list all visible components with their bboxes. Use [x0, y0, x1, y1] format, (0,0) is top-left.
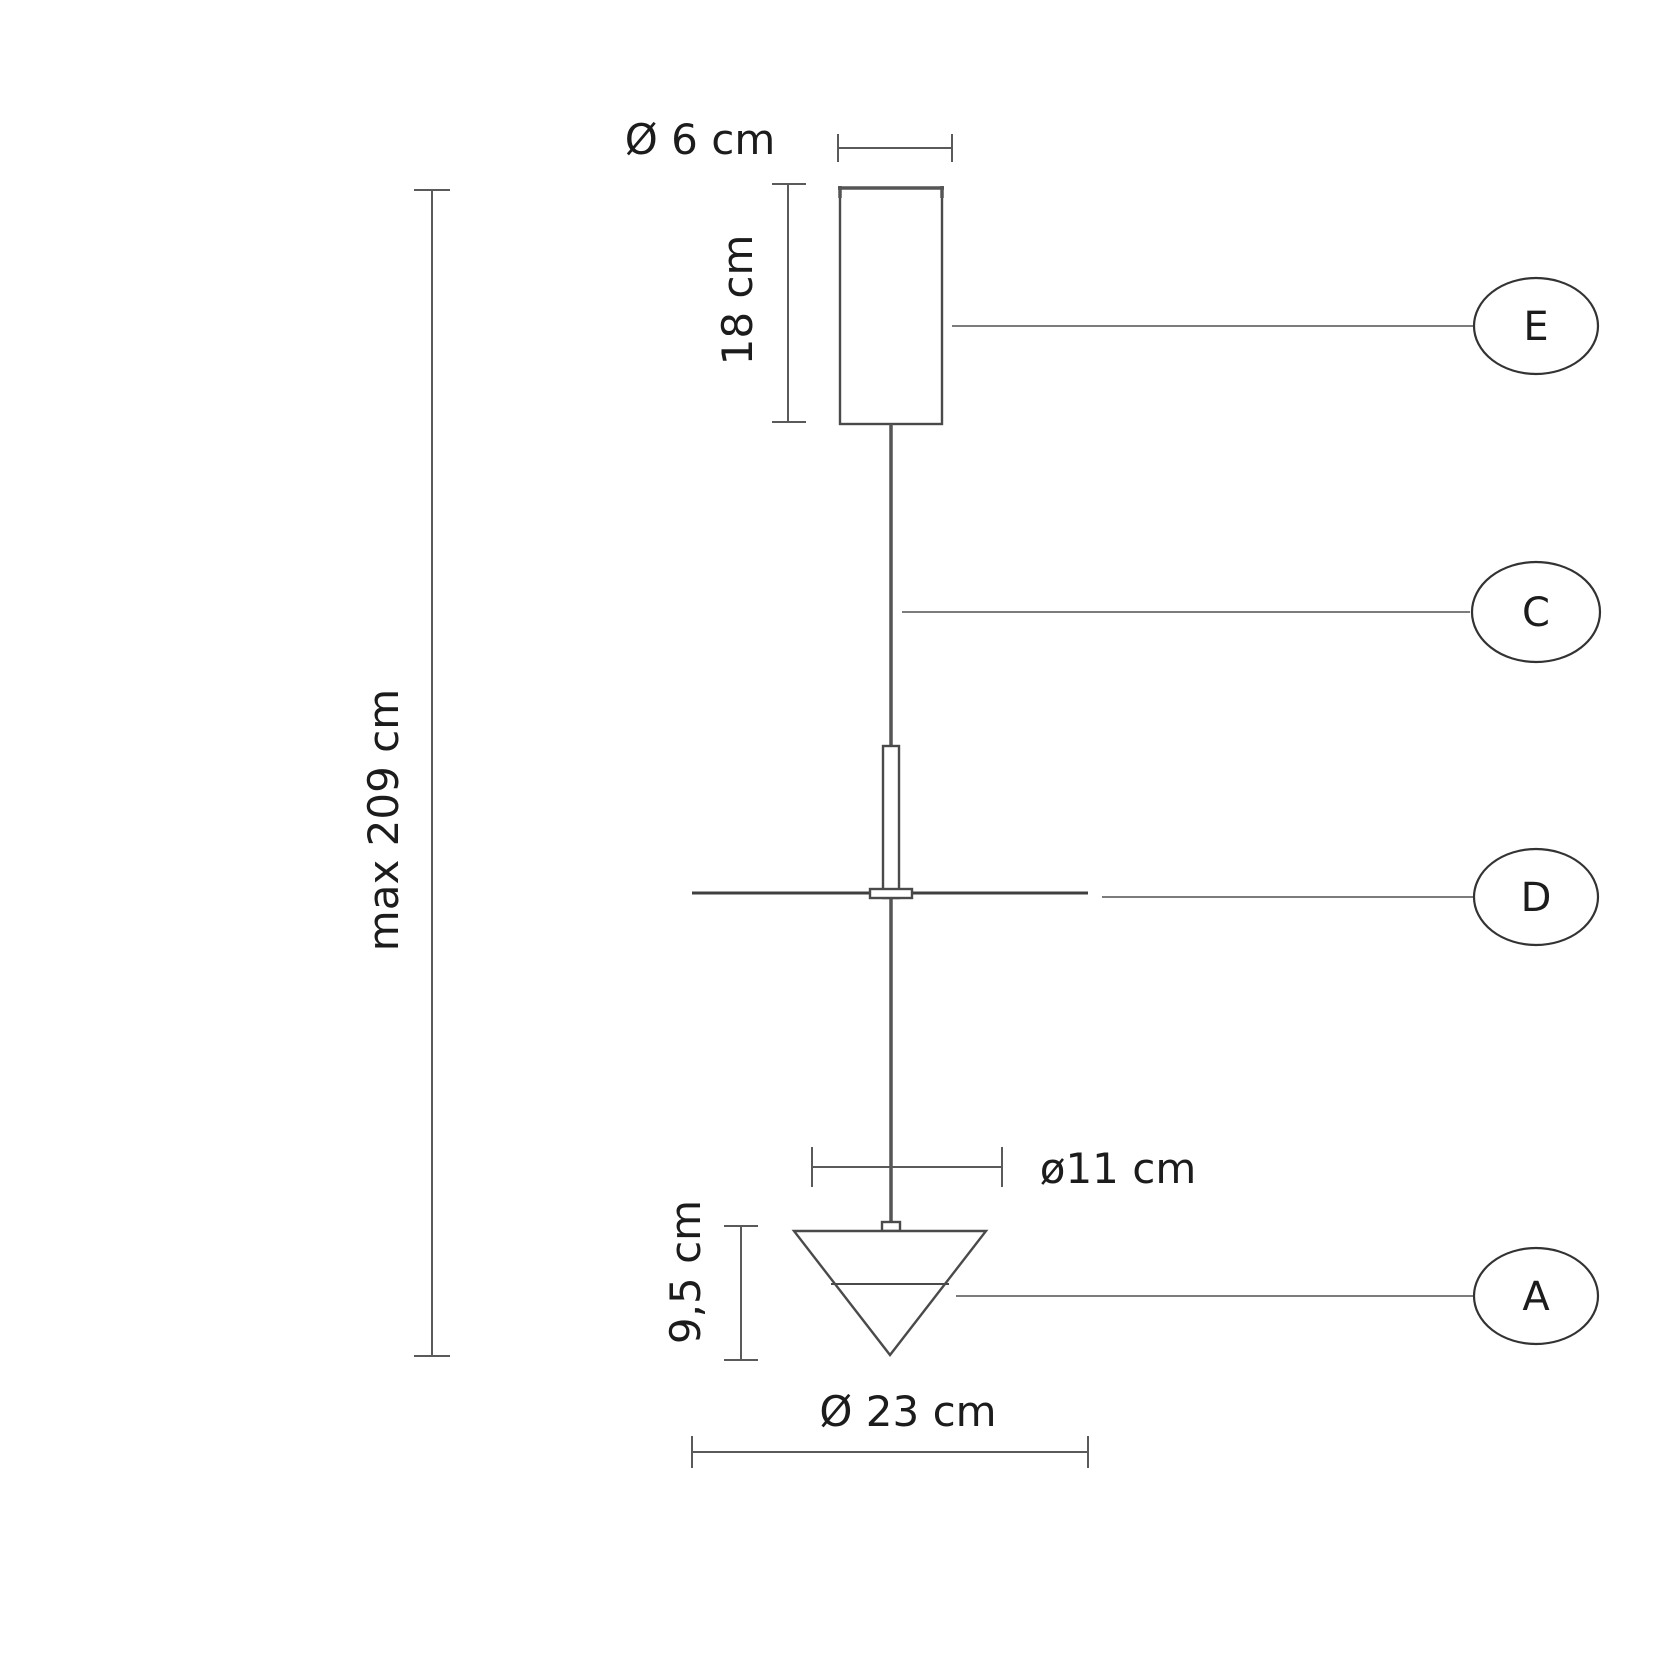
disc-diameter-label: Ø 23 cm [819, 1387, 996, 1436]
shade-height-label: 9,5 cm [661, 1200, 710, 1344]
conical-shade [791, 1220, 989, 1357]
shade-top-diameter-dimension: ø11 cm [811, 1144, 1197, 1193]
callout-c-letter: C [1522, 590, 1550, 636]
canopy-height-label: 18 cm [713, 235, 762, 366]
callout-a: A [956, 1246, 1600, 1346]
callout-d: D [1102, 847, 1600, 947]
canopy-diameter-label: Ø 6 cm [625, 115, 776, 164]
total-height-label: max 209 cm [359, 689, 408, 951]
shade-top-diameter-label: ø11 cm [1040, 1144, 1197, 1193]
callout-a-letter: A [1522, 1274, 1550, 1320]
callout-e: E [952, 276, 1600, 376]
shade-height-dimension: 9,5 cm [661, 1200, 758, 1361]
callout-d-letter: D [1521, 875, 1552, 921]
callout-c: C [902, 560, 1602, 664]
cable-sleeve [881, 744, 901, 900]
total-height-dimension: max 209 cm [359, 189, 450, 1357]
canopy [838, 186, 944, 426]
canopy-height-dimension: 18 cm [713, 183, 806, 423]
disc [692, 887, 1088, 900]
canopy-diameter-dimension: Ø 6 cm [625, 115, 953, 164]
callout-e-letter: E [1523, 304, 1548, 350]
disc-diameter-dimension: Ø 23 cm [691, 1387, 1089, 1468]
